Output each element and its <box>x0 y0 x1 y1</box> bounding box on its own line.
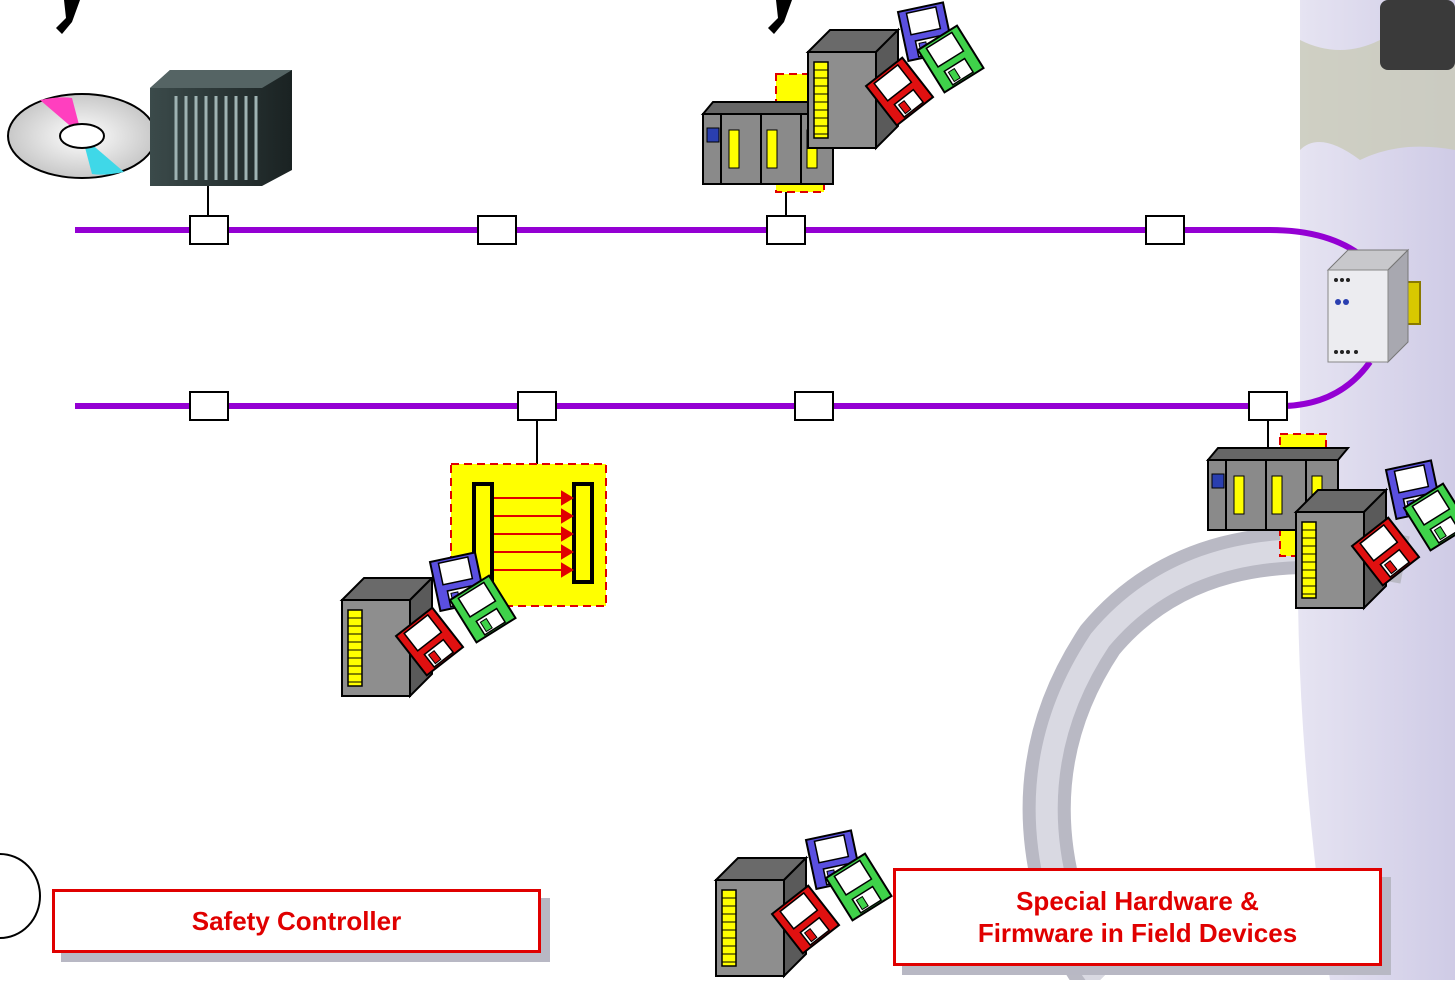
field-devices-label: Special Hardware & Firmware in Field Dev… <box>893 868 1382 966</box>
cd-icon <box>8 94 156 178</box>
network-node-icon <box>190 216 228 244</box>
field-device-legend-icon <box>716 830 892 976</box>
io-station-upper <box>703 2 984 192</box>
field-devices-text-line2: Firmware in Field Devices <box>978 917 1297 949</box>
network-node-icon <box>1146 216 1184 244</box>
network-node-icon <box>1249 392 1287 420</box>
plc-rack-icon <box>150 70 292 186</box>
network-node-icon <box>190 392 228 420</box>
network-node-icon <box>767 216 805 244</box>
network-node-icon <box>478 216 516 244</box>
network-node-icon <box>795 392 833 420</box>
safety-controller-label: Safety Controller <box>52 889 541 953</box>
cd-legend-icon <box>0 854 40 938</box>
drop-lines <box>208 178 1268 464</box>
light-curtain-group <box>342 464 606 696</box>
title-fragment <box>56 0 792 34</box>
network-node-icon <box>518 392 556 420</box>
safety-controller-text: Safety Controller <box>192 905 402 937</box>
field-devices-text-line1: Special Hardware & <box>978 885 1297 917</box>
fieldbus-lower <box>75 362 1370 406</box>
